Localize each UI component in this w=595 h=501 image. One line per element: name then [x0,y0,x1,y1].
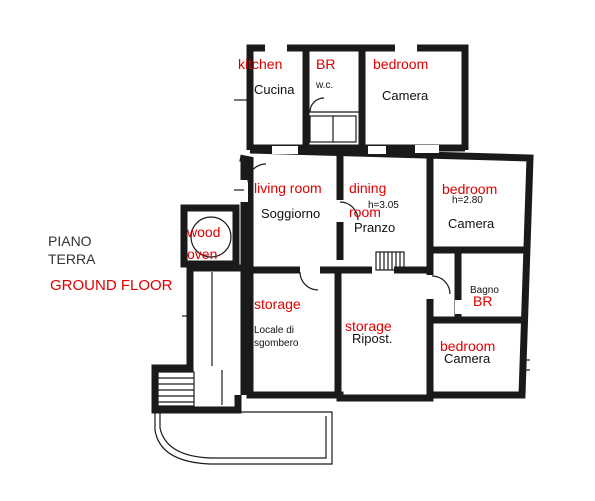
label-bagno: Bagno [470,285,499,296]
label-locale-1: Locale di [254,325,294,336]
wall-main-outline [239,146,534,402]
label-pranzo: Pranzo [354,220,395,235]
wall-annex [151,264,244,414]
details [154,97,530,465]
label-en-storage-1: storage [254,296,301,312]
oven-circle [190,216,232,258]
stair-entry [157,371,195,407]
label-en-br-1: BR [316,56,335,72]
label-cucina: Cucina [254,82,295,97]
label-height-pranzo: h=3.05 [368,200,399,211]
plan-title-it-2: TERRA [48,251,96,267]
label-en-dining-2: room [349,204,381,220]
english-labels: GROUND FLOOR kitchen BR bedroom living r… [50,56,497,354]
plan-title-it-1: PIANO [48,233,92,249]
label-camera-1: Camera [382,88,429,103]
italian-labels: PIANO TERRA Cucina w.c. Camera Soggiorno… [48,80,499,366]
label-en-br-2: BR [473,293,492,309]
label-camera-3: Camera [444,351,491,366]
label-en-bedroom-2: bedroom [442,181,497,197]
terrace-outline [154,410,333,465]
label-en-bedroom-3: bedroom [440,338,495,354]
label-en-storage-2: storage [345,318,392,334]
plan-title-en: GROUND FLOOR [50,277,173,294]
wall-top-wing [246,44,469,150]
stair-pranzo [375,251,405,271]
wall-oven [180,204,240,268]
label-en-oven: oven [187,246,217,262]
label-en-wood: wood [186,224,220,240]
label-ripost: Ripost. [352,331,392,346]
label-en-kitchen: kitchen [238,56,282,72]
label-wc: w.c. [315,80,333,91]
label-locale-2: sgombero [254,338,299,349]
label-height-camera-2: h=2.80 [452,195,483,206]
label-en-living-room: living room [254,180,322,196]
label-soggiorno: Soggiorno [261,206,320,221]
label-en-dining-1: dining [349,180,386,196]
label-camera-2: Camera [448,216,495,231]
label-en-bedroom-1: bedroom [373,56,428,72]
